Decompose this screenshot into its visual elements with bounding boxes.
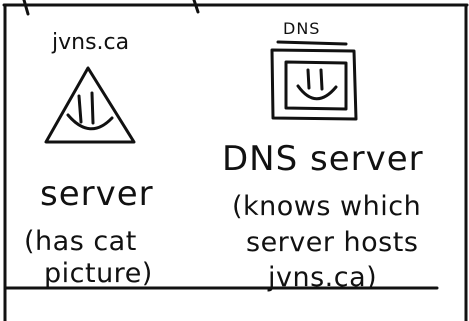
dns-note-line-2: server hosts [246, 227, 419, 258]
smiling-square-icon [270, 48, 358, 121]
domain-label: jvns.ca [52, 30, 130, 55]
dns-box-underline [276, 40, 348, 46]
server-label: server [40, 174, 154, 214]
server-note-line-1: (has cat [24, 226, 137, 257]
dns-note-line-1: (knows which [232, 191, 422, 222]
smiling-triangle-icon [44, 66, 136, 144]
server-note-line-2: picture) [44, 258, 153, 289]
dns-server-label: DNS server [222, 139, 424, 179]
dns-box-label: DNS [283, 19, 321, 38]
top-left-stroke [22, 0, 30, 16]
top-mid-stroke [192, 0, 200, 14]
dns-note-line-3: jvns.ca) [268, 262, 378, 293]
